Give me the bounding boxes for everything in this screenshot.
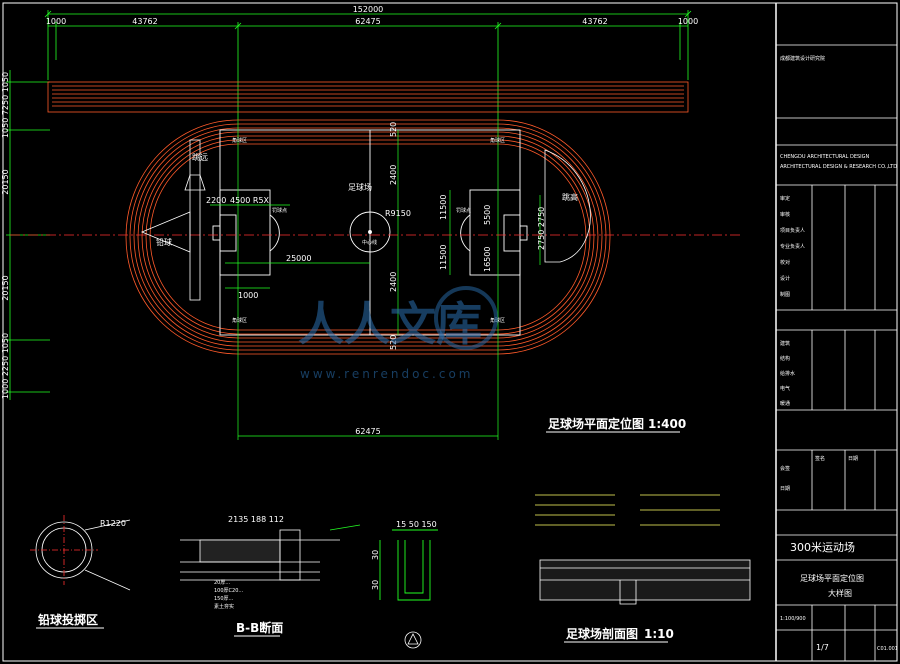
corner-tr: 角球区 — [490, 137, 505, 144]
scale-value: 1:100/900 — [780, 616, 806, 622]
top-dimension-chain — [44, 10, 692, 120]
field-section-title: 足球场剖面图 — [566, 626, 638, 641]
svg-text:暖通: 暖通 — [780, 400, 790, 407]
project-name: 300米运动场 — [790, 540, 855, 554]
section-dims: 2135 188 112 — [228, 515, 284, 524]
dim-11500a: 11500 — [439, 195, 448, 220]
sprint-straight — [47, 81, 689, 113]
dim-mid-span: 62475 — [355, 17, 380, 26]
svg-text:校对: 校对 — [780, 259, 790, 266]
title-rows-c: 会签 日期 签名 日期 — [780, 455, 858, 492]
title-rows-b: 建筑 结构 给排水 电气 暖通 — [780, 340, 795, 407]
dim-11500b: 11500 — [439, 245, 448, 270]
svg-text:项目负责人: 项目负责人 — [780, 227, 805, 234]
dim-25000: 25000 — [286, 254, 311, 263]
company-cn: 成都建筑设计研究院 — [780, 55, 825, 62]
dim-left-upper: 1050 7250 1050 — [1, 72, 10, 138]
svg-text:审定: 审定 — [780, 195, 790, 202]
channel-detail — [379, 529, 438, 601]
dim-5500: 5500 — [483, 205, 492, 225]
watermark-sub: www.renrendoc.com — [300, 367, 473, 381]
svg-text:结构: 结构 — [780, 355, 790, 362]
corner-tl: 角球区 — [232, 137, 247, 144]
dim-16500: 16500 — [483, 247, 492, 272]
rail-bottom: 30 — [371, 580, 380, 590]
svg-text:签名: 签名 — [815, 455, 825, 462]
center-line-label: 中心线 — [362, 239, 377, 246]
dim-4500: 4500 R5X — [230, 196, 270, 205]
title-rows-a: 审定 审核 项目负责人 专业负责人 校对 设计 制图 — [780, 195, 805, 298]
svg-text:会签: 会签 — [780, 465, 790, 472]
dim-left-mid2: 20150 — [1, 275, 10, 300]
section-note-3: 150厚... — [214, 596, 234, 602]
sheet-value: 1/7 — [816, 643, 829, 652]
north-symbol — [404, 631, 422, 649]
field-dimension-lines — [210, 120, 541, 440]
dim-total: 152000 — [353, 5, 384, 14]
center-radius: R9150 — [385, 209, 411, 218]
dim-left-mid1: 20150 — [1, 169, 10, 194]
discus-label: 跳高 — [562, 192, 578, 202]
svg-text:制图: 制图 — [780, 291, 790, 298]
plan-scale: 1:400 — [648, 417, 686, 431]
section-title: B-B断面 — [236, 620, 283, 635]
section-bb-detail — [180, 524, 361, 581]
field-label: 足球场 — [348, 182, 372, 192]
watermark: 人人文库 www.renrendoc.com — [298, 286, 498, 381]
field-event-areas — [140, 139, 591, 301]
svg-text:日期: 日期 — [780, 486, 790, 492]
watermark-main: 人人文库 — [298, 297, 482, 351]
drawing-name: 足球场平面定位图 — [800, 573, 864, 583]
company-en2: ARCHITECTURAL DESIGN & RESEARCH CO.,LTD — [780, 164, 897, 170]
shot-put-label: 铅球 — [156, 237, 172, 247]
high-jump-label: 跳远 — [192, 152, 208, 162]
dim-520b: 520 — [389, 335, 398, 350]
title-block — [776, 44, 897, 661]
corner-bl: 角球区 — [232, 317, 247, 324]
dim-left-lower: 1000 2250 1050 — [1, 333, 10, 399]
section-note-4: 素土夯实 — [214, 603, 234, 610]
dim-2200: 2200 — [206, 196, 226, 205]
rail-side: 30 — [371, 550, 380, 560]
svg-text:设计: 设计 — [780, 275, 790, 282]
section-note-1: 20厚... — [214, 580, 231, 586]
dim-bottom: 62475 — [355, 427, 380, 436]
svg-text:专业负责人: 专业负责人 — [780, 243, 805, 250]
dim-2400b: 2400 — [389, 272, 398, 292]
drawing-sub: 大样图 — [828, 588, 852, 598]
rail-dims: 15 50 150 — [396, 520, 437, 529]
plan-title: 足球场平面定位图 — [548, 416, 644, 431]
dim-2400a: 2400 — [389, 165, 398, 185]
penalty-right: 罚球点 — [456, 207, 471, 214]
dim-left-span: 43762 — [132, 17, 157, 26]
shot-radius: R1220 — [100, 519, 126, 528]
svg-text:审核: 审核 — [780, 211, 790, 218]
svg-text:建筑: 建筑 — [780, 340, 790, 347]
football-field — [212, 129, 528, 336]
svg-text:给排水: 给排水 — [780, 370, 795, 377]
company-en1: CHENGDU ARCHITECTURAL DESIGN — [780, 154, 870, 160]
section-note-2: 100厚C20... — [214, 588, 244, 594]
svg-text:日期: 日期 — [848, 456, 858, 462]
shot-title: 铅球投掷区 — [37, 612, 98, 627]
drawing-no: C01.001 — [877, 646, 898, 652]
dim-2750: 2750 2750 — [537, 207, 546, 250]
field-section-detail — [535, 494, 751, 605]
dim-right-span: 43762 — [582, 17, 607, 26]
shot-put-detail — [30, 515, 131, 591]
dim-edge-left: 1000 — [46, 17, 66, 26]
penalty-left: 罚球点 — [272, 207, 287, 214]
svg-text:电气: 电气 — [780, 385, 790, 392]
dim-1000: 1000 — [238, 291, 258, 300]
field-section-scale: 1:10 — [644, 627, 674, 641]
dim-edge-right: 1000 — [678, 17, 698, 26]
dim-520a: 520 — [389, 122, 398, 137]
